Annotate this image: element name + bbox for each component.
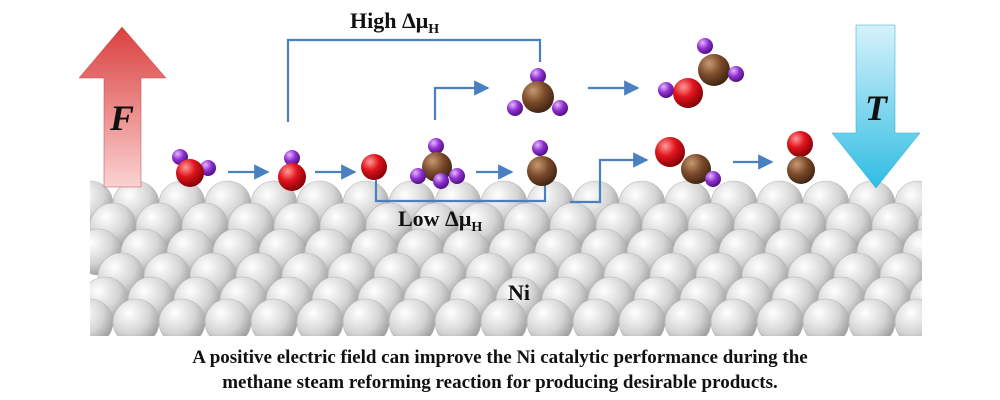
field-label: F [109,98,134,138]
molecule-oh [278,150,306,191]
ni-atom [848,298,896,336]
molecule-ch3 [410,138,465,189]
pathway-arrows [228,38,774,204]
ni-atom [112,298,160,336]
high-delta-mu-label: High ΔμH [350,8,439,37]
molecule-cho [655,137,721,187]
molecule-h2o [172,149,216,187]
ni-atom [618,298,666,336]
nickel-surface-slab [90,180,922,336]
ni-atom [204,298,252,336]
ni-atom [710,298,758,336]
ni-atom [434,298,482,336]
ni-atom [756,298,804,336]
ni-atom [917,212,922,240]
molecule-ch3o [658,38,744,108]
molecule-o [361,154,387,180]
ni-atom [526,298,574,336]
caption-line-2: methane steam reforming reaction for pro… [222,372,778,393]
ni-atom [802,298,850,336]
caption-line-1: A positive electric field can improve th… [192,347,808,368]
ni-atom [572,298,620,336]
ni-atom [158,298,206,336]
molecule-ch [527,140,557,186]
ni-atom [90,298,114,336]
ni-surface-label: Ni [508,280,530,305]
low-delta-mu-label: Low ΔμH [398,206,482,235]
ni-atom [342,298,390,336]
arrow-to-cho [570,152,649,204]
temperature-label: T [865,88,889,128]
high-path-bracket [286,38,542,122]
low-path-bracket [374,180,547,203]
figure-caption: A positive electric field can improve th… [0,345,1000,395]
ni-atom [480,298,528,336]
ni-atom [894,298,922,336]
temperature-arrow: T [831,24,921,189]
ni-atom [250,298,298,336]
arrow-to-ch2o [433,80,490,120]
ni-atom [296,298,344,336]
ni-atom [664,298,712,336]
molecule-co [787,131,815,184]
ni-atom [388,298,436,336]
electric-field-arrow: F [78,26,167,188]
molecule-ch2o [507,68,568,116]
